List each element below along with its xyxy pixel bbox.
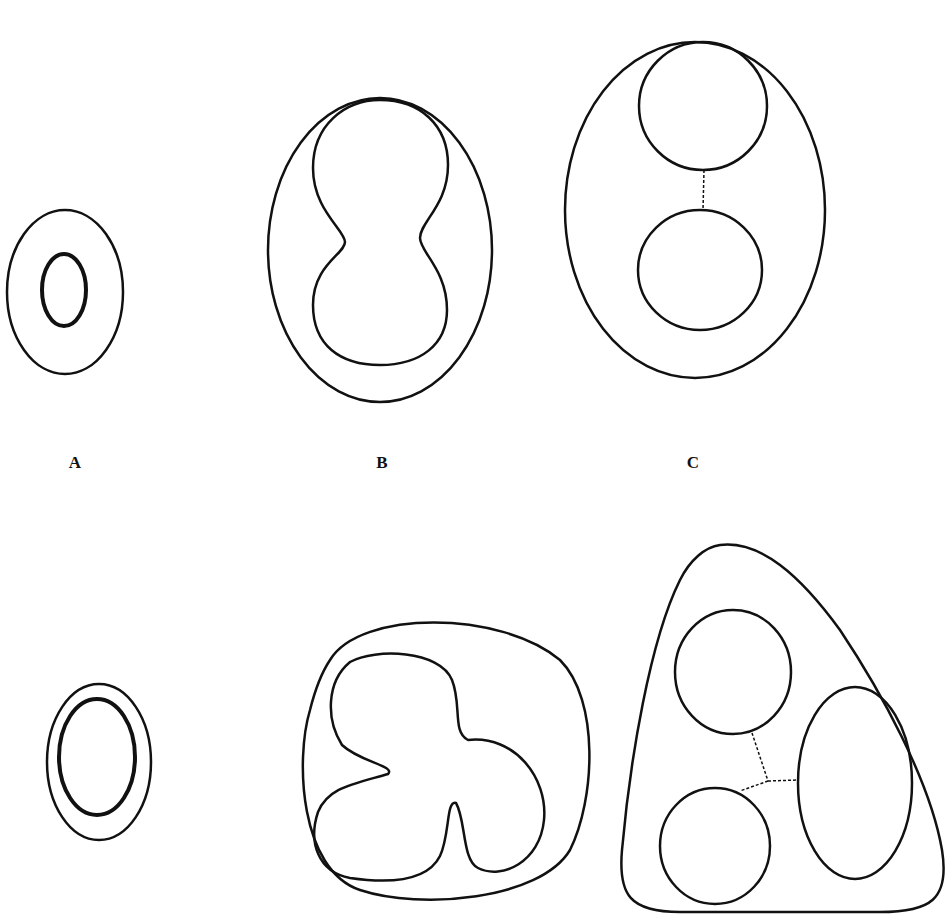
figure-letter: C (687, 453, 699, 473)
cell-outline (47, 684, 151, 840)
daughter-nucleus (639, 42, 767, 170)
spindle-thread (703, 170, 704, 210)
cell-outline (7, 210, 123, 374)
daughter-nucleus (638, 210, 762, 330)
figure-letter: A (69, 453, 81, 473)
cell-outline (268, 98, 492, 402)
spindle-thread (752, 733, 768, 781)
dividing-nucleus (313, 100, 448, 365)
nucleus (59, 699, 135, 815)
spindle-thread (740, 781, 768, 791)
daughter-nucleus (798, 687, 912, 879)
daughter-nucleus (675, 610, 791, 734)
figure-letter: B (376, 453, 387, 473)
nucleus (42, 254, 86, 326)
spindle-thread (768, 780, 799, 781)
cell-outline (621, 545, 943, 912)
daughter-nucleus (660, 788, 770, 904)
dividing-nucleus (314, 654, 544, 881)
cell-outline (303, 623, 590, 900)
cell-outline (565, 42, 825, 378)
